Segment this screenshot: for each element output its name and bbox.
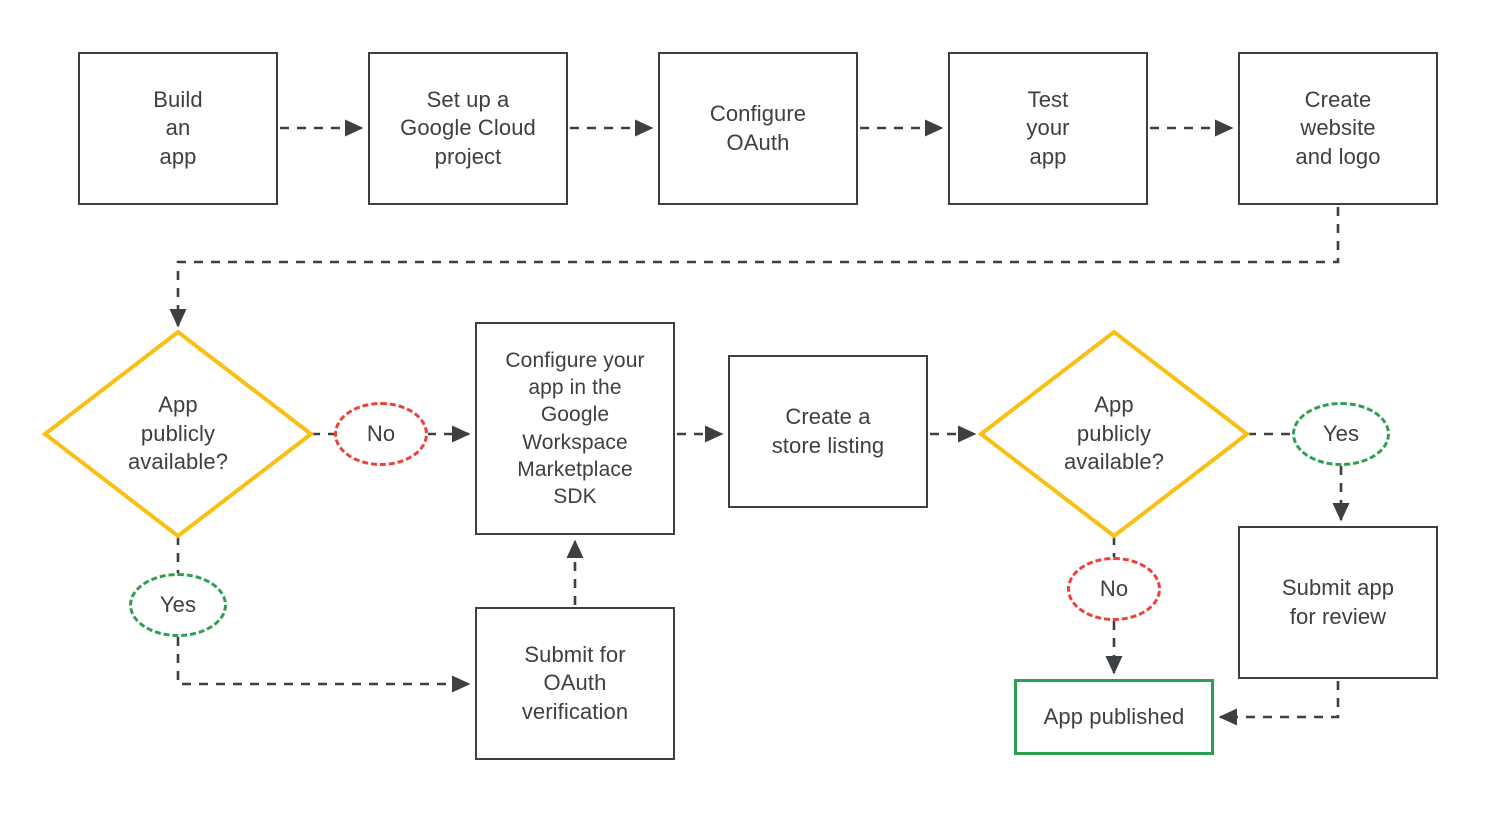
decision-diamond-app-publicly-available-2 [977, 329, 1251, 539]
edge-label-yes-1: Yes [129, 573, 227, 637]
node-configure-app-in-marketplace-sdk[interactable]: Configure your app in the Google Workspa… [475, 322, 675, 535]
connector-yes-label-to-oauth-verification [176, 637, 471, 693]
node-configure-oauth[interactable]: Configure OAuth [658, 52, 858, 205]
edge-label-no-1: No [334, 402, 428, 466]
node-set-up-google-cloud-project[interactable]: Set up a Google Cloud project [368, 52, 568, 205]
node-create-a-store-listing[interactable]: Create a store listing [728, 355, 928, 508]
node-submit-app-for-review[interactable]: Submit app for review [1238, 526, 1438, 679]
node-test-your-app[interactable]: Test your app [948, 52, 1148, 205]
node-submit-for-oauth-verification[interactable]: Submit for OAuth verification [475, 607, 675, 760]
decision-diamond-app-publicly-available-1 [41, 329, 315, 539]
node-build-an-app[interactable]: Build an app [78, 52, 278, 205]
edge-label-yes-2: Yes [1292, 402, 1390, 466]
node-app-published[interactable]: App published [1014, 679, 1214, 755]
connector-website-to-decision1 [169, 207, 1340, 328]
edge-label-no-2: No [1067, 557, 1161, 621]
connector-submit-review-to-app-published [1218, 681, 1340, 726]
node-create-website-and-logo[interactable]: Create website and logo [1238, 52, 1438, 205]
